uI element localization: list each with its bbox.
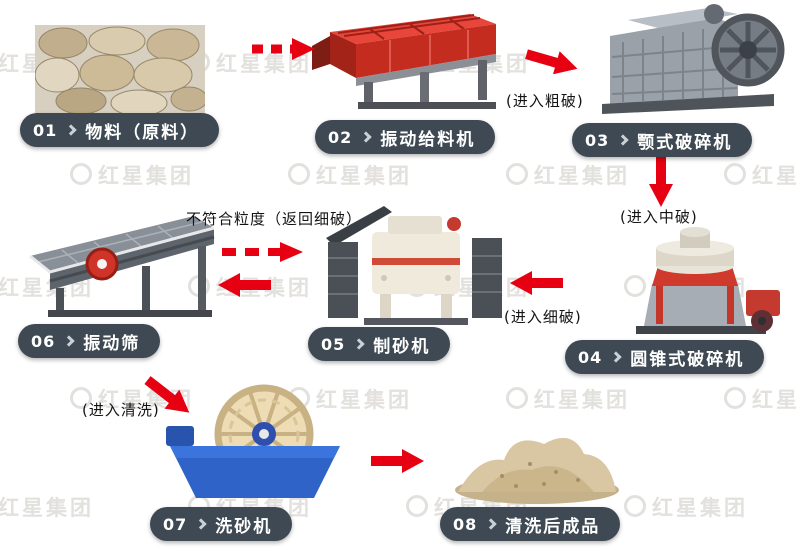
arrow-washer-to-product xyxy=(368,448,424,478)
chevron-icon xyxy=(485,518,497,530)
arrow-cone-to-sandmaker xyxy=(510,270,566,300)
watermark-text: 红星集团 xyxy=(724,160,800,190)
step-label-08: 08 清洗后成品 xyxy=(440,507,621,541)
note-return: 不符合粒度（返回细破） xyxy=(186,210,363,228)
arrow-feeder-to-jaw xyxy=(519,41,581,85)
note-fine: (进入细破) xyxy=(504,308,582,326)
chevron-icon xyxy=(617,134,629,146)
watermark-text: 红星集团 xyxy=(506,160,630,190)
chevron-icon xyxy=(353,338,365,350)
step-title: 清洗后成品 xyxy=(505,516,601,537)
chevron-icon xyxy=(610,351,622,363)
watermark-text: 红星集团 xyxy=(0,492,94,522)
note-medium: (进入中破) xyxy=(620,208,698,226)
finished-sand-image xyxy=(452,410,622,506)
step-number: 03 xyxy=(585,130,610,150)
chevron-icon xyxy=(360,131,372,143)
watermark-text: 红星集团 xyxy=(724,384,800,414)
step-label-01: 01 物料（原料） xyxy=(20,113,220,147)
arrow-jaw-to-cone xyxy=(648,150,674,212)
step-title: 颚式破碎机 xyxy=(637,132,733,153)
step-title: 物料（原料） xyxy=(85,122,200,143)
step-title: 制砂机 xyxy=(373,336,431,357)
step-label-07: 07 洗砂机 xyxy=(150,507,293,541)
step-number: 08 xyxy=(453,514,478,534)
vibrating-screen-image xyxy=(22,206,222,318)
step-label-05: 05 制砂机 xyxy=(308,327,451,361)
arrow-sandmaker-to-screen xyxy=(218,272,274,302)
step-title: 振动筛 xyxy=(83,333,141,354)
cone-crusher-image xyxy=(612,226,787,338)
raw-material-image xyxy=(35,25,205,117)
step-label-06: 06 振动筛 xyxy=(18,324,161,358)
watermark-text: 红星集团 xyxy=(624,492,748,522)
step-label-03: 03 颚式破碎机 xyxy=(572,123,753,157)
step-number: 07 xyxy=(163,514,188,534)
step-label-02: 02 振动给料机 xyxy=(315,120,496,154)
step-number: 02 xyxy=(328,127,353,147)
watermark-text: 红星集团 xyxy=(288,160,412,190)
step-number: 01 xyxy=(33,120,58,140)
chevron-icon xyxy=(63,335,75,347)
step-number: 05 xyxy=(321,334,346,354)
chevron-icon xyxy=(195,518,207,530)
step-title: 洗砂机 xyxy=(215,516,273,537)
sand-washer-image xyxy=(162,382,347,504)
jaw-crusher-image xyxy=(588,2,788,120)
step-label-04: 04 圆锥式破碎机 xyxy=(565,340,765,374)
step-number: 04 xyxy=(578,347,603,367)
vibrating-feeder-image xyxy=(300,6,505,111)
step-title: 振动给料机 xyxy=(380,129,476,150)
sand-maker-image xyxy=(322,198,507,326)
arrow-material-to-feeder xyxy=(250,36,316,66)
note-coarse: (进入粗破) xyxy=(506,92,584,110)
arrow-return-dashed xyxy=(220,240,304,268)
step-title: 圆锥式破碎机 xyxy=(630,349,745,370)
note-wash: (进入清洗) xyxy=(82,401,160,419)
step-number: 06 xyxy=(31,331,56,351)
chevron-icon xyxy=(65,124,77,136)
arrow-screen-to-washer xyxy=(135,368,198,426)
watermark-text: 红星集团 xyxy=(70,160,194,190)
